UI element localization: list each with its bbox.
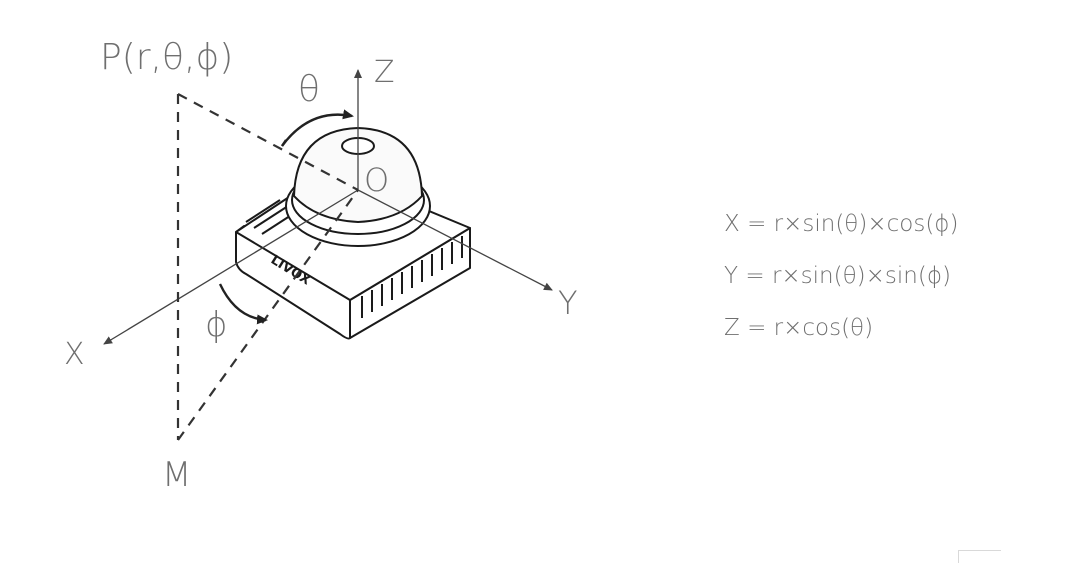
op-line	[177, 93, 359, 191]
device-fins	[361, 236, 463, 318]
y-axis	[357, 189, 553, 291]
y-axis-label: Y	[558, 284, 578, 322]
z-axis-label: Z	[374, 55, 395, 90]
device-front-face	[235, 225, 351, 340]
phi-label: ϕ	[205, 305, 228, 345]
x-axis	[103, 189, 359, 345]
formula-z: Z = r×cos(θ)	[724, 315, 874, 341]
formula-y: Y = r×sin(θ)×sin(ϕ)	[724, 263, 951, 289]
lidar-device: LIVOX	[235, 127, 471, 340]
formula-x: X = r×sin(θ)×cos(ϕ)	[724, 211, 959, 237]
projection-m-label: M	[162, 455, 192, 495]
point-p-label: P(r,θ,ϕ)	[100, 37, 234, 78]
x-axis-label: X	[64, 337, 85, 372]
construction-lines	[176, 93, 359, 441]
corner-mark	[958, 550, 1001, 563]
formula-list: X = r×sin(θ)×cos(ϕ) Y = r×sin(θ)×sin(ϕ) …	[724, 210, 958, 366]
theta-arc	[281, 109, 354, 147]
origin-label: O	[364, 161, 390, 199]
theta-label: θ	[298, 69, 321, 110]
om-line	[177, 189, 359, 441]
axes	[103, 69, 553, 345]
phi-arc	[218, 283, 268, 325]
